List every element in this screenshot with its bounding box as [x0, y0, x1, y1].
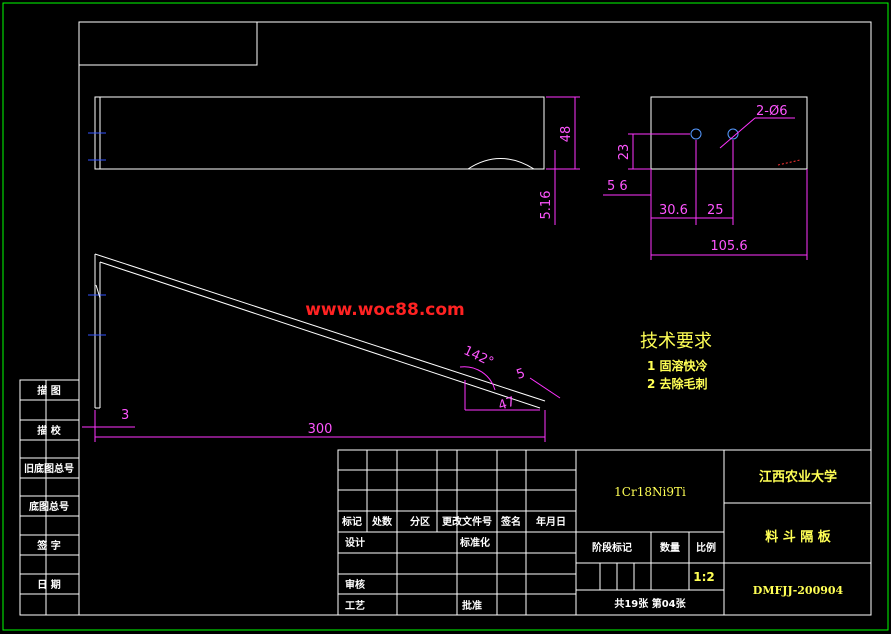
- tb-count: 处数: [371, 515, 393, 528]
- side-view: 2-Ø6 23 5 6 30.6 25 105.6: [603, 96, 808, 260]
- tb-date: 年月日: [536, 515, 566, 528]
- watermark-text: www.woc88.com: [305, 300, 465, 320]
- side-label-0: 描 图: [37, 384, 60, 397]
- dim-48: 48: [559, 126, 574, 143]
- dim-5-16: 5.16: [539, 191, 554, 220]
- tech-req-title: 技术要求: [640, 331, 712, 352]
- tech-req-item-1: 1 固溶快冷: [647, 358, 708, 373]
- dim-5-6: 5 6: [607, 179, 628, 194]
- tb-design: 设计: [345, 536, 365, 549]
- tb-stage: 阶段标记: [592, 541, 632, 554]
- tech-req-item-2: 2 去除毛刺: [647, 376, 708, 391]
- tb-sign: 签名: [500, 515, 521, 528]
- top-left-box: [78, 21, 258, 66]
- title-block: 标记 处数 分区 更改文件号 签名 年月日 设计 标准化 审核 工艺 批准 阶段…: [337, 449, 872, 616]
- dim-105-6: 105.6: [710, 239, 747, 254]
- side-label-3: 底图总号: [29, 500, 69, 513]
- dim-5: 5: [515, 366, 528, 383]
- dim-47: 47: [497, 394, 517, 413]
- top-view: 48 5.16: [88, 96, 580, 225]
- dim-hole-spec: 2-Ø6: [756, 104, 787, 119]
- tb-approve: 批准: [462, 599, 482, 612]
- tb-standard: 标准化: [459, 536, 490, 549]
- side-label-1: 描 校: [37, 424, 61, 437]
- dim-angle-142: 142°: [461, 343, 496, 370]
- dim-30-6: 30.6: [659, 203, 688, 218]
- side-label-column: 描 图 描 校 旧底图总号 底图总号 签 字 日 期: [19, 379, 80, 616]
- tb-qty: 数量: [660, 541, 680, 554]
- dim-300: 300: [308, 422, 333, 437]
- side-label-4: 签 字: [36, 539, 60, 552]
- tb-ratio: 比例: [696, 541, 716, 554]
- tb-doc-no: 更改文件号: [442, 515, 492, 528]
- dim-25: 25: [707, 203, 724, 218]
- tb-drawing-no: DMFJJ-200904: [753, 584, 844, 597]
- tb-school: 江西农业大学: [759, 469, 837, 485]
- tb-scale: 1:2: [693, 570, 715, 584]
- tb-mark: 标记: [341, 515, 362, 528]
- side-label-5: 日 期: [37, 578, 60, 591]
- tb-review: 审核: [345, 578, 365, 591]
- tb-material: 1Cr18Ni9Ti: [614, 485, 686, 499]
- dim-23: 23: [617, 144, 632, 161]
- tb-zone: 分区: [410, 515, 430, 528]
- tb-sheets: 共19张 第04张: [614, 597, 686, 610]
- tb-process: 工艺: [345, 599, 365, 612]
- side-label-2: 旧底图总号: [24, 462, 74, 475]
- dim-3: 3: [121, 408, 129, 423]
- front-view: 142° 47 5 3 300: [82, 253, 561, 442]
- tb-part-name: 料 斗 隔 板: [765, 529, 832, 545]
